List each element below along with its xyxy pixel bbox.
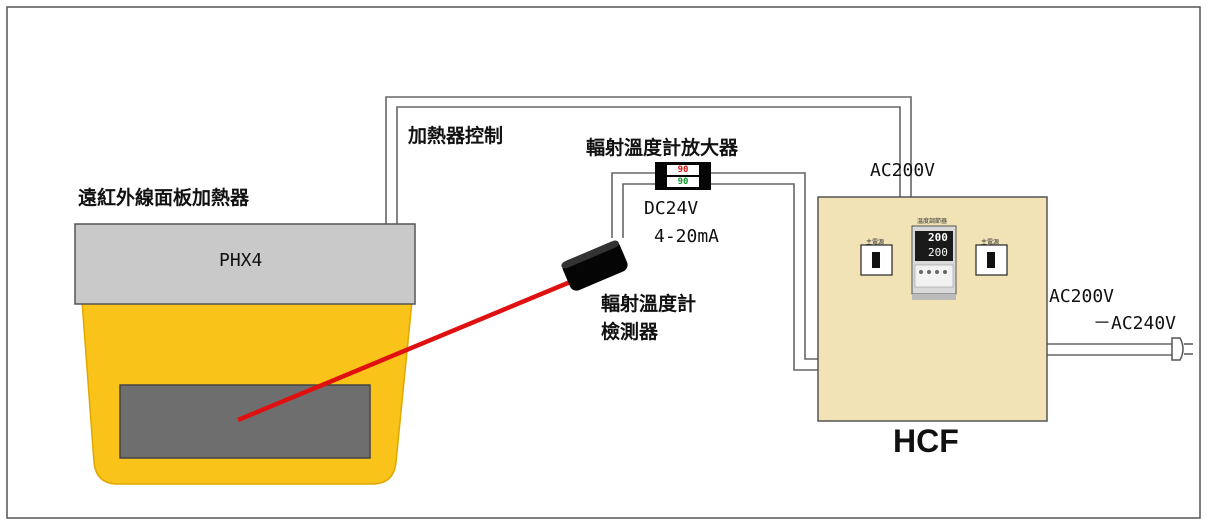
infrared-beam [237, 277, 576, 423]
heater-model: PHX4 [219, 250, 263, 271]
detector-cable [611, 172, 655, 238]
switch-lever-left [872, 252, 880, 268]
amplifier-display-top [667, 165, 699, 175]
heater-emitter-panel [119, 384, 371, 459]
controller-name: HCF [893, 423, 959, 459]
controller-readout-2: 200 [928, 246, 948, 259]
detector-title-line2: 檢測器 [601, 321, 659, 343]
amplifier-supply: DC24V [644, 198, 699, 219]
controller-panel-label: 温度調節器 [917, 218, 948, 225]
plug-icon [1171, 337, 1193, 361]
controller-readout: 200 [928, 231, 948, 244]
controller-button [919, 270, 923, 274]
amplifier-display-top-value: 90 [677, 165, 689, 175]
heater-control-cable [385, 96, 912, 224]
amplifier-title: 輻射溫度計放大器 [586, 137, 739, 159]
detector-title-line1: 輻射溫度計 [601, 293, 697, 315]
switch-label-left: 主電源 [866, 239, 885, 246]
detector-icon [561, 240, 628, 291]
heater-title: 遠紅外線面板加熱器 [78, 187, 250, 209]
controller-keypad [914, 264, 954, 288]
controller-button [943, 270, 947, 274]
heater-control-label: 加熱器控制 [408, 125, 504, 147]
amplifier-signal: 4-20mA [654, 226, 720, 247]
switch-label-right: 主電源 [981, 239, 1000, 246]
controller-footer [912, 294, 956, 300]
switch-lever-right [987, 252, 995, 268]
heater-top-cover [74, 223, 416, 305]
amplifier-controller-cable [711, 172, 818, 371]
ac-input-label-1: AC200V [1049, 286, 1115, 307]
controller-button [935, 270, 939, 274]
controller-supply-label: AC200V [870, 160, 936, 181]
ac-input-label-2: －AC240V [1093, 313, 1177, 334]
amplifier-display-bottom [667, 177, 699, 187]
controller-button [927, 270, 931, 274]
controller-display [915, 231, 953, 261]
ac-input-cable [1047, 343, 1172, 356]
amplifier-display-bottom-value: 90 [677, 177, 689, 187]
